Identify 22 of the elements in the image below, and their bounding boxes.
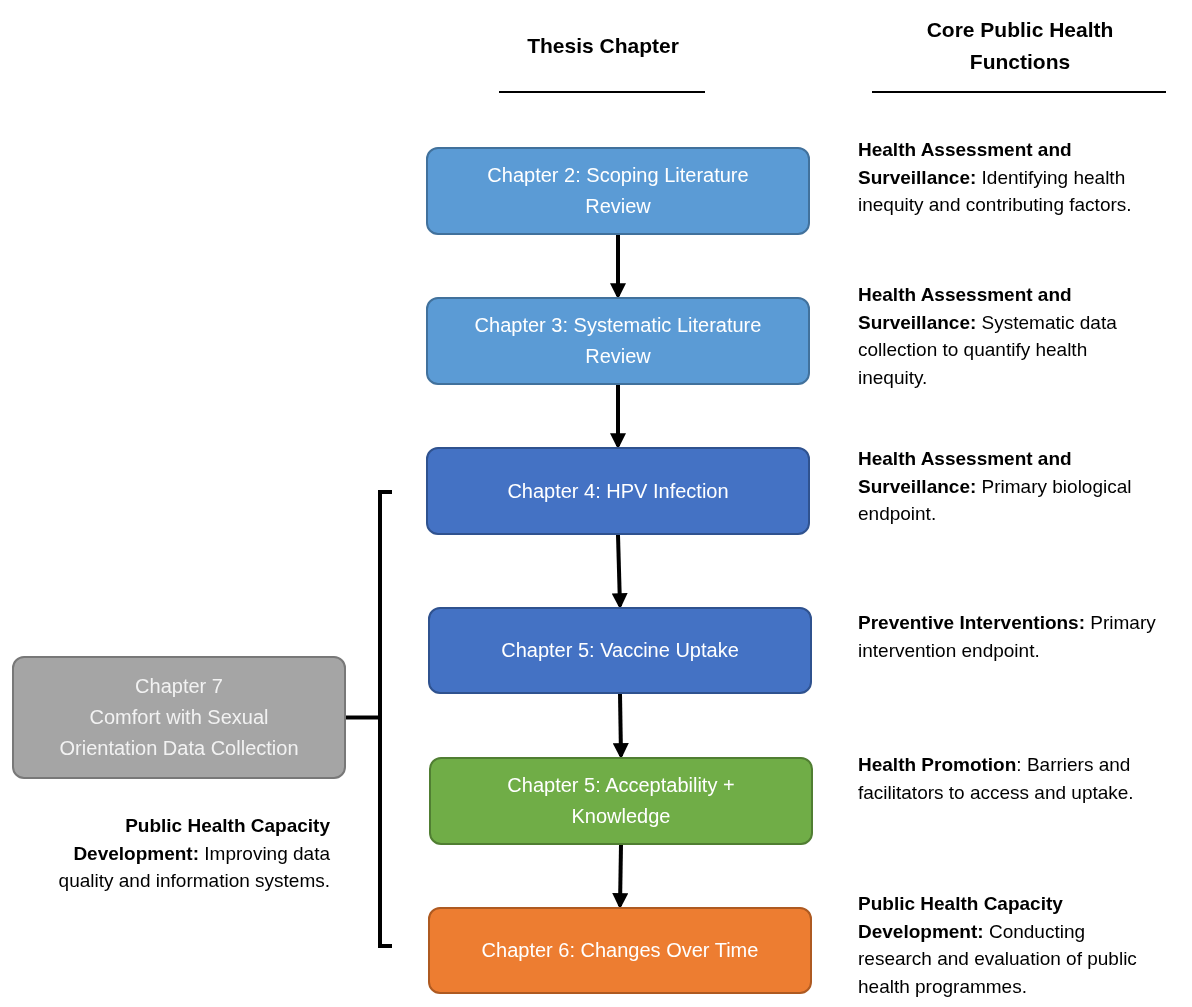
function-description: Public Health Capacity Development: Conducting research and evaluation of public health programmes. <box>858 892 1138 999</box>
arrow <box>610 235 626 300</box>
function-description: Health Assessment and Surveillance: Identifying health inequity and contributing factors. <box>858 138 1133 217</box>
arrow <box>611 534 628 610</box>
column-heading: Core Public Health Functions <box>926 18 1114 73</box>
function-description: Preventive Interventions: Primary intervention endpoint. <box>858 611 1157 663</box>
arrow <box>612 844 629 910</box>
chapter-box: Chapter 7 Comfort with Sexual Orientation Data Collection <box>12 656 346 779</box>
arrow <box>610 385 626 450</box>
chapter-box: Chapter 3: Systematic Literature Review <box>426 297 810 385</box>
function-description: Public Health Capacity Development: Improving data quality and information systems. <box>57 814 330 893</box>
chapter-box: Chapter 5: Vaccine Uptake <box>428 607 812 694</box>
bracket-drawing <box>378 490 392 948</box>
arrow <box>612 693 629 760</box>
chapter-box: Chapter 6: Changes Over Time <box>428 907 812 994</box>
chapter-box: Chapter 4: HPV Infection <box>426 447 810 535</box>
function-description: Health Promotion: Barriers and facilitators to access and uptake. <box>858 753 1135 805</box>
chapter-box: Chapter 2: Scoping Literature Review <box>426 147 810 235</box>
column-heading: Thesis Chapter <box>527 34 679 57</box>
chapter-box: Chapter 5: Acceptability + Knowledge <box>429 757 813 845</box>
function-description: Health Assessment and Surveillance: Primary biological endpoint. <box>858 447 1133 526</box>
function-description: Health Assessment and Surveillance: Systematic data collection to quantify health inequity. <box>858 283 1118 390</box>
